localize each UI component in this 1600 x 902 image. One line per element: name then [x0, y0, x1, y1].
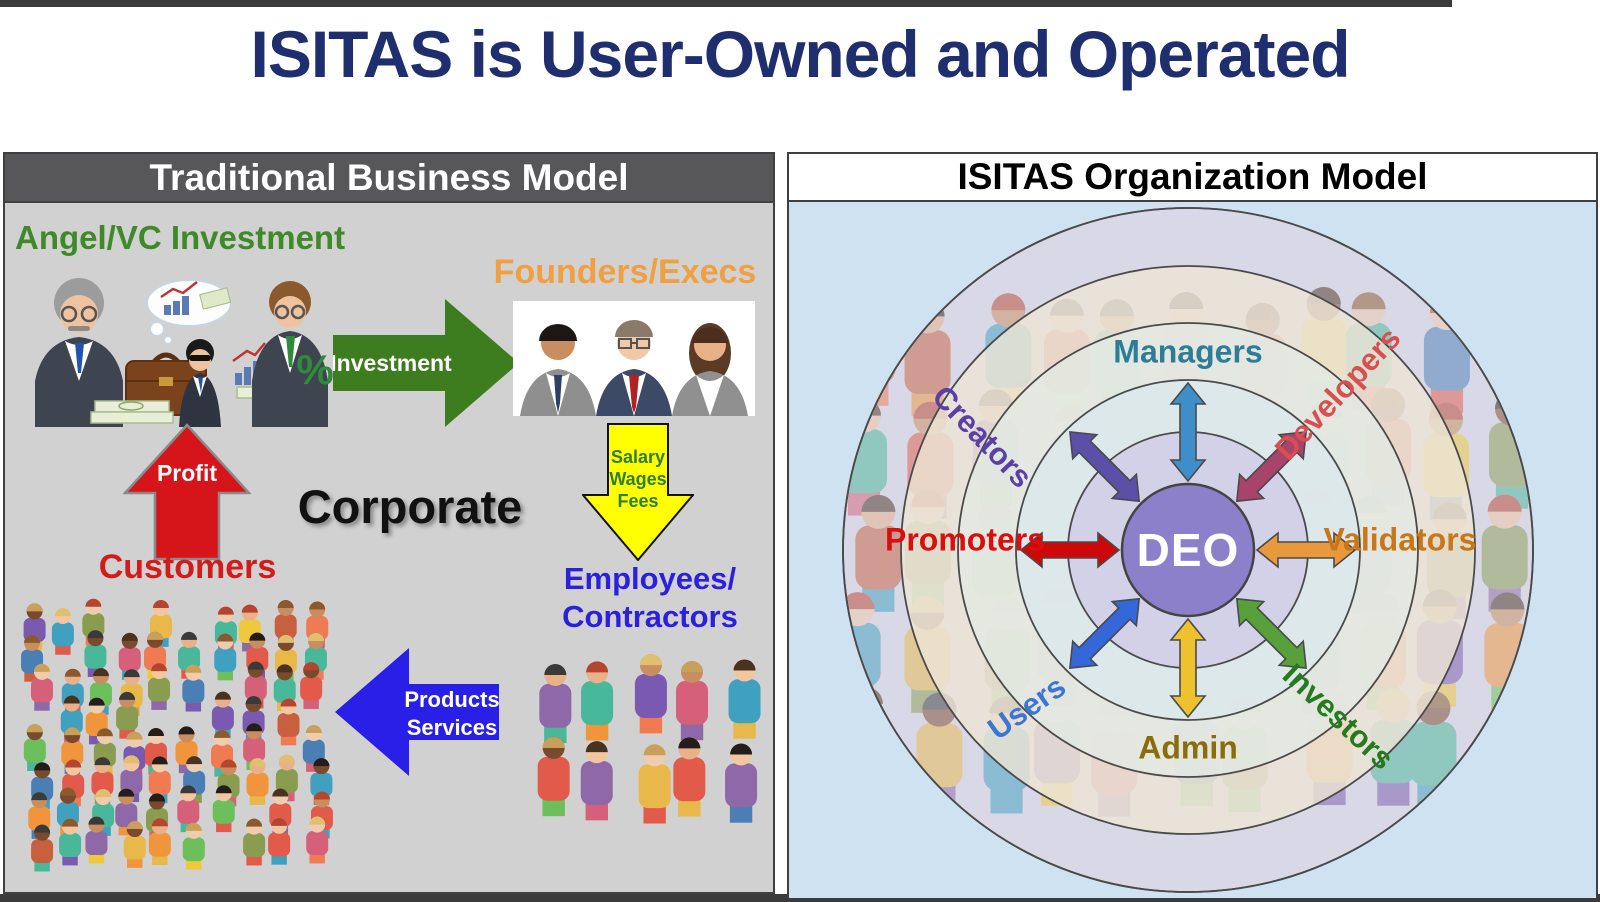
percent-symbol: % [296, 346, 333, 393]
spoke-arrow-upper-right [1235, 430, 1308, 503]
founder-man-1-icon [520, 324, 596, 416]
products-line: Products [404, 687, 499, 712]
angel-vc-investment-label: Angel/VC Investment [15, 219, 346, 256]
traditional-model-body: Angel/VC Investment [5, 203, 773, 894]
top-border-strip [0, 0, 1452, 7]
founders-photo [513, 301, 755, 416]
deo-circle [1120, 482, 1256, 618]
deo-label: DEO [1136, 524, 1240, 576]
employees-line2: Contractors [562, 599, 738, 634]
employees-crowd [537, 654, 761, 824]
role-label-promoters: Promoters [884, 521, 1046, 558]
wages-line: Wages [609, 469, 666, 489]
isitas-model-body: DEO Managers Developers Validators Inves… [789, 202, 1596, 898]
spoke-arrow-right [1255, 531, 1357, 569]
salary-wages-fees-arrow: Salary Wages Fees [582, 423, 694, 561]
customers-label: Customers [98, 548, 277, 586]
employees-contractors-label: Employees/ Contractors [520, 560, 780, 636]
traditional-model-panel: Traditional Business Model Angel/VC Inve… [3, 152, 775, 894]
investor-sunglasses-icon [179, 339, 221, 427]
thought-bubble-icon [146, 279, 232, 345]
founder-man-2-icon [596, 320, 672, 416]
corporate-label: Corporate [297, 480, 523, 533]
profit-arrow-label: Profit [157, 460, 217, 486]
customers-crowd [21, 598, 333, 872]
spoke-arrow-lower-left [1068, 597, 1141, 670]
investor-percent-icon: % [252, 281, 334, 427]
spoke-arrow-lower-right [1235, 597, 1308, 670]
role-label-managers: Managers [1113, 333, 1263, 370]
services-line: Services [407, 715, 498, 740]
employees-line1: Employees/ [563, 561, 737, 596]
spoke-arrows [1019, 381, 1357, 719]
investment-arrow: Investment [333, 299, 519, 427]
spoke-arrow-left [1019, 531, 1121, 569]
investors-clipart: % [35, 278, 334, 427]
page-title: ISITAS is User-Owned and Operated [250, 17, 1350, 91]
isitas-model-header: ISITAS Organization Model [789, 154, 1596, 202]
products-services-arrow: Products Services [335, 648, 500, 776]
investment-arrow-label: Investment [333, 350, 452, 376]
fees-line: Fees [617, 491, 658, 511]
isitas-model-panel: ISITAS Organization Model DEO Managers D… [787, 152, 1598, 898]
org-circles-diagram [842, 207, 1534, 893]
spoke-arrow-up [1169, 381, 1207, 483]
bottom-border-strip [0, 894, 1600, 902]
profit-arrow: Profit [123, 423, 251, 561]
spoke-arrow-down [1169, 617, 1207, 719]
role-label-validators: Validators [1323, 521, 1477, 558]
spoke-arrow-upper-left [1068, 430, 1141, 503]
founder-woman-icon [672, 323, 748, 416]
traditional-model-header: Traditional Business Model [5, 154, 773, 203]
founders-execs-label: Founders/Execs [493, 253, 757, 291]
role-label-admin: Admin [1138, 729, 1238, 766]
salary-line: Salary [611, 447, 665, 467]
